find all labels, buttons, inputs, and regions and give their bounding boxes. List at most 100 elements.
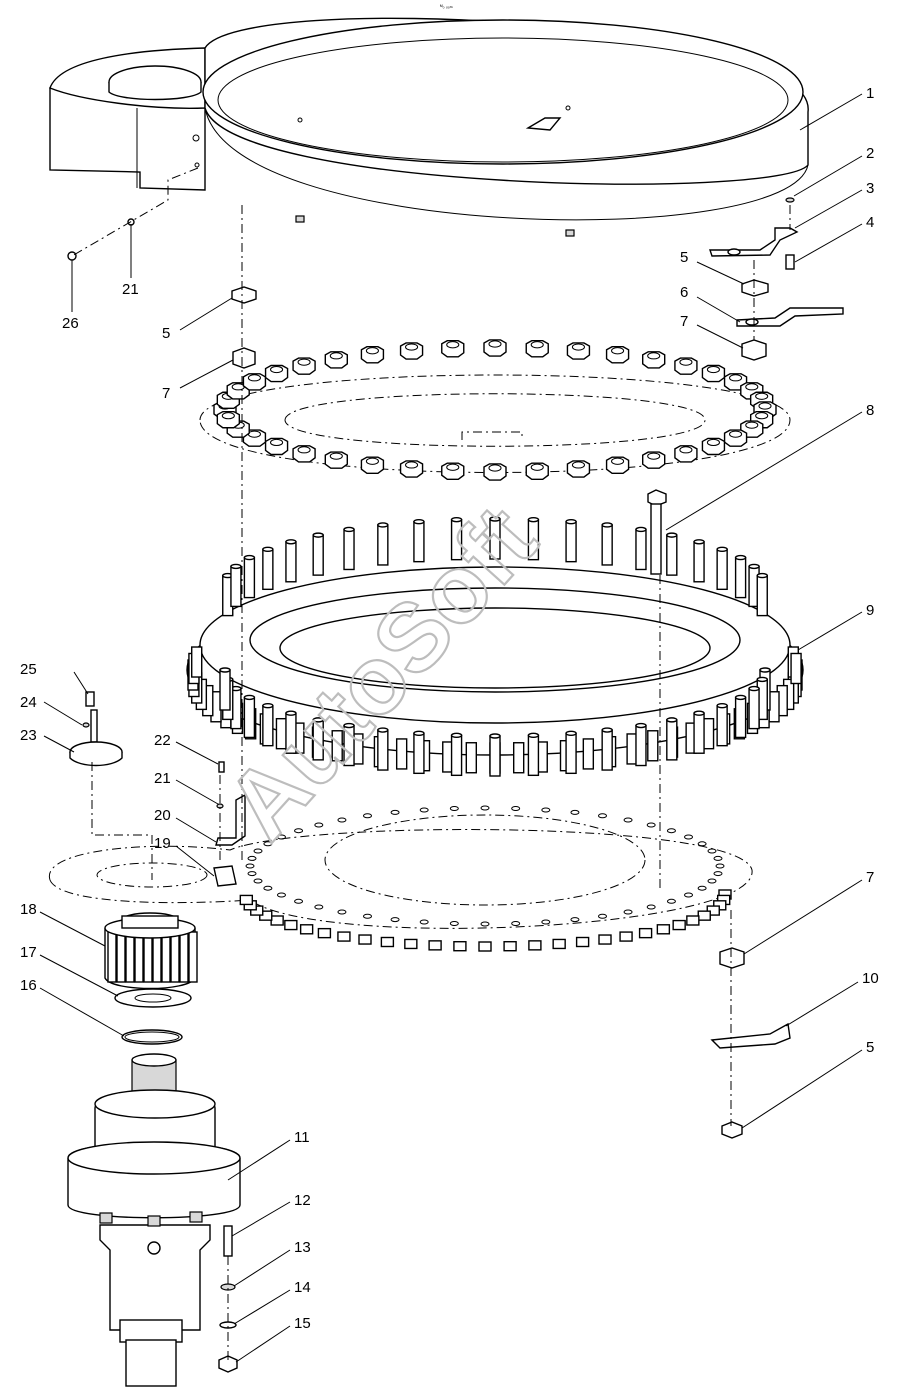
stud-end bbox=[748, 563, 760, 570]
stud-end bbox=[262, 546, 274, 553]
lower-nut bbox=[380, 936, 395, 948]
callout-3: 3 bbox=[866, 180, 874, 197]
bolt-hole bbox=[337, 817, 347, 823]
callout-21-top: 21 bbox=[122, 281, 139, 298]
stud-end bbox=[413, 518, 425, 525]
bolt-hole bbox=[419, 807, 429, 813]
lower-nut bbox=[404, 938, 418, 950]
stud-end bbox=[527, 732, 540, 739]
ring-stud bbox=[716, 704, 728, 747]
ring-stud bbox=[243, 696, 256, 739]
bolt-8 bbox=[647, 489, 667, 575]
ring-stud bbox=[716, 548, 728, 591]
stud-end bbox=[635, 526, 647, 533]
ring-stud bbox=[262, 548, 274, 591]
header-mark: ᴹ₀ ₒₒₘ bbox=[440, 4, 453, 10]
ring-stud bbox=[666, 719, 678, 761]
stud-end bbox=[635, 722, 647, 729]
ring-stud bbox=[565, 732, 577, 775]
bolt-hole bbox=[598, 813, 607, 819]
stud-end bbox=[693, 539, 705, 545]
stud-end bbox=[343, 526, 355, 533]
bolt-hole bbox=[541, 919, 551, 925]
bolt-hole bbox=[253, 848, 263, 854]
pinion-tooth bbox=[107, 931, 117, 983]
pinion-tooth bbox=[125, 931, 135, 983]
ring-stud bbox=[489, 735, 501, 777]
stud-end bbox=[230, 563, 242, 570]
stud-end bbox=[601, 522, 613, 528]
stud-end bbox=[601, 727, 613, 733]
nut-5-left bbox=[231, 286, 257, 304]
gear-tooth bbox=[465, 742, 478, 774]
bolt-hole bbox=[541, 807, 551, 813]
nut-upper-ring bbox=[292, 445, 316, 463]
bolt-hole bbox=[363, 913, 372, 919]
ring-stud bbox=[377, 524, 389, 566]
plate-19 bbox=[213, 865, 237, 887]
pinion-tooth bbox=[143, 931, 153, 983]
lower-nut bbox=[528, 940, 542, 951]
bolt-hole bbox=[263, 885, 273, 891]
callout-1: 1 bbox=[866, 85, 874, 102]
bracket-hardware-bottom bbox=[710, 947, 791, 1139]
stud-end bbox=[489, 733, 501, 739]
ring-stud bbox=[219, 669, 231, 711]
bolt-hole bbox=[314, 904, 324, 910]
lower-nut bbox=[478, 941, 492, 952]
lower-nut bbox=[575, 936, 590, 948]
callout-17: 17 bbox=[20, 944, 37, 961]
lower-nut bbox=[697, 910, 711, 921]
lower-nut bbox=[239, 894, 254, 906]
stud-end bbox=[343, 722, 355, 729]
bolt-hole bbox=[684, 892, 694, 898]
pinion-assembly bbox=[104, 912, 198, 1045]
stud-end bbox=[243, 694, 256, 701]
bracket-20 bbox=[215, 793, 246, 846]
pin bbox=[90, 709, 98, 743]
ring-stud bbox=[693, 712, 705, 754]
callout-18: 18 bbox=[20, 901, 37, 918]
bolt-hole bbox=[314, 822, 324, 828]
callout-8: 8 bbox=[866, 402, 874, 419]
ring-stud bbox=[285, 541, 297, 583]
screw-25 bbox=[85, 691, 95, 707]
nut-upper-ring bbox=[324, 451, 348, 469]
bolt-hole bbox=[707, 878, 717, 884]
callout-7-left: 7 bbox=[162, 385, 170, 402]
callout-23: 23 bbox=[20, 727, 37, 744]
lower-nut bbox=[598, 934, 612, 945]
bolt-hole bbox=[363, 813, 372, 819]
bolt-hole bbox=[253, 878, 263, 884]
stud-end bbox=[734, 694, 747, 701]
bolt-hole bbox=[245, 863, 255, 869]
callout-15: 15 bbox=[294, 1315, 311, 1332]
ring-stud bbox=[230, 565, 242, 608]
bolt-hole bbox=[390, 809, 400, 815]
nut-upper-ring bbox=[483, 463, 507, 481]
callout-5-left: 5 bbox=[162, 325, 170, 342]
ring-stud bbox=[635, 724, 647, 767]
stud-end bbox=[219, 667, 231, 673]
stud-end bbox=[716, 702, 728, 709]
gear-tooth bbox=[395, 738, 408, 770]
nut-upper-ring bbox=[566, 460, 591, 478]
ring-stud bbox=[748, 687, 760, 730]
lower-nut bbox=[552, 938, 566, 950]
bolt-hole bbox=[684, 834, 694, 840]
pinion-tooth bbox=[170, 931, 180, 983]
nut-upper-ring bbox=[701, 437, 726, 456]
stud-end bbox=[243, 554, 256, 561]
nut-upper-ring bbox=[441, 340, 465, 358]
nut-upper-ring bbox=[642, 351, 666, 369]
bolt-hole bbox=[666, 898, 676, 904]
callout-6: 6 bbox=[680, 284, 688, 301]
nut-upper-ring bbox=[324, 351, 348, 369]
ring-stud bbox=[666, 534, 678, 576]
gearbox-motor-11 bbox=[67, 1053, 241, 1387]
nut-upper-ring bbox=[605, 456, 630, 474]
nut-upper-ring bbox=[701, 364, 726, 383]
callout-22: 22 bbox=[154, 732, 171, 749]
stud-end bbox=[716, 546, 728, 553]
nut-upper-ring bbox=[525, 462, 549, 480]
